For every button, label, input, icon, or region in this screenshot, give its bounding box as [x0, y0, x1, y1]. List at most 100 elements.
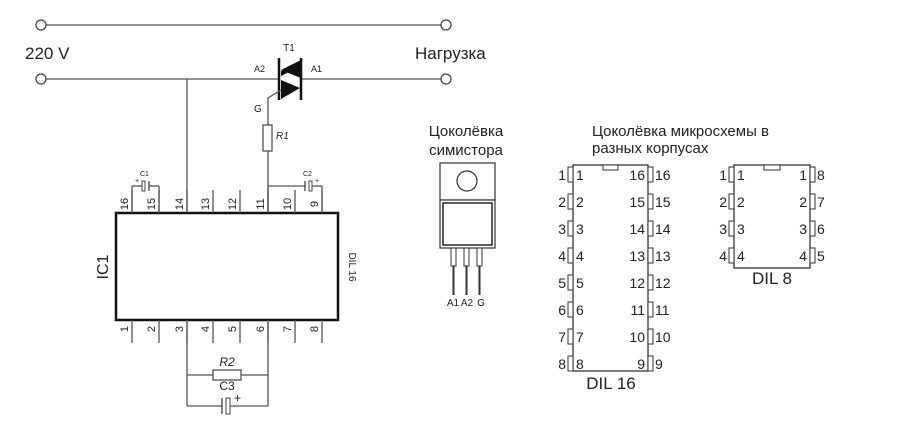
pin-label-left-inner: 3 — [576, 221, 584, 237]
pin-label-right-inner: 1 — [799, 167, 807, 183]
pin-lead-right — [648, 248, 653, 263]
triac-pinout-title-1: Цоколёвка — [429, 123, 504, 140]
pin-label-right-inner: 3 — [799, 221, 807, 237]
pin-label-right-outer: 13 — [655, 248, 671, 264]
pin-label-right-outer: 10 — [655, 329, 671, 345]
pin-lead-right — [810, 194, 815, 209]
load-label: Нагрузка — [415, 44, 486, 63]
pin-label-left-outer: 2 — [558, 194, 566, 210]
pin-lead-left — [568, 248, 573, 263]
pin-label-left-outer: 7 — [558, 329, 566, 345]
pin-label-right-inner: 12 — [629, 275, 645, 291]
ic1-top-pin-number: 11 — [255, 198, 267, 209]
ic1-bottom-pin-number: 6 — [255, 326, 267, 332]
pin-lead-right — [810, 221, 815, 236]
pin-lead-right — [648, 167, 653, 182]
dil16-label: DIL 16 — [586, 374, 635, 393]
c3-label: C3 — [219, 379, 235, 393]
pin-label-left-outer: 6 — [558, 302, 566, 318]
pin-label-right-inner: 13 — [629, 248, 645, 264]
pin-lead-left — [568, 329, 573, 344]
resistor-r1 — [263, 125, 272, 151]
ic1-bottom-pin-number: 2 — [146, 326, 158, 332]
ic1-top-pin-number: 12 — [227, 198, 239, 210]
pin-lead-right — [810, 167, 815, 182]
terminal-top-left — [36, 20, 46, 30]
terminal-top-right — [441, 20, 451, 30]
pin-label-left-inner: 5 — [576, 275, 584, 291]
ic1-top-pins: 161514131211109 — [119, 190, 322, 213]
pin-label-left-outer: 4 — [558, 248, 566, 264]
pin-lead-left — [568, 221, 573, 236]
pin-label-left-outer: 1 — [558, 167, 566, 183]
triac-pinout-title-2: симистора — [429, 142, 503, 159]
pin-label-left-inner: 8 — [576, 356, 584, 372]
c2-label: C2 — [303, 171, 312, 178]
ic1-top-pin-number: 9 — [309, 201, 321, 207]
ic1-top-pin-number: 10 — [282, 198, 294, 210]
pin-lead-left — [568, 302, 573, 317]
ic1-top-pin-number: 13 — [200, 198, 212, 210]
c1-label: C1 — [140, 171, 149, 178]
terminal-bottom-left — [36, 74, 46, 84]
pin-label-right-outer: 11 — [655, 302, 670, 318]
pin-label-right-outer: 16 — [655, 167, 671, 183]
pin-label-left-outer: 2 — [719, 194, 727, 210]
pin-label-right-outer: 5 — [817, 248, 825, 264]
pin-label-left-inner: 2 — [576, 194, 584, 210]
ic1-bottom-pin-number: 1 — [119, 326, 131, 332]
pin-lead-right — [648, 356, 653, 371]
pin-label-right-inner: 14 — [629, 221, 645, 237]
dil8-notch — [764, 165, 780, 170]
ic-pinout-title-2: разных корпусах — [592, 140, 709, 157]
pin-lead-right — [810, 248, 815, 263]
ic1-bottom-pin-number: 7 — [282, 326, 294, 332]
pin-label-left-inner: 4 — [737, 248, 745, 264]
pin-label-right-outer: 15 — [655, 194, 671, 210]
pin-label-right-inner: 9 — [637, 356, 645, 372]
ic1-bottom-pin-number: 5 — [227, 326, 239, 332]
pin-label-left-inner: 3 — [737, 221, 745, 237]
pin-label-right-outer: 9 — [655, 356, 663, 372]
pin-label-right-inner: 2 — [799, 194, 807, 210]
ic1-ref: IC1 — [95, 254, 112, 279]
ic1-top-pin-number: 14 — [174, 198, 186, 210]
terminal-bottom-right — [441, 74, 451, 84]
pin-label-left-inner: 7 — [576, 329, 584, 345]
r1-label: R1 — [276, 131, 289, 142]
to220-package — [440, 163, 495, 295]
to220-leg-g: G — [477, 298, 485, 309]
ic1-top-pin-number: 16 — [119, 198, 131, 210]
pin-lead-right — [648, 194, 653, 209]
ic1-bottom-pin-number: 3 — [174, 326, 186, 332]
ic1-body — [116, 213, 338, 320]
ic1-bottom-pins: 12345678 — [119, 320, 322, 343]
pin-label-right-outer: 7 — [817, 194, 825, 210]
pin-lead-right — [648, 329, 653, 344]
pin-label-left-outer: 3 — [558, 221, 566, 237]
ic1-package: DIL 16 — [346, 252, 357, 282]
pin-label-left-outer: 4 — [719, 248, 727, 264]
triac-a1-label: A1 — [311, 64, 322, 74]
triac-symbol — [268, 58, 301, 125]
pin-label-right-outer: 6 — [817, 221, 825, 237]
ic1-bottom-pin-number: 4 — [200, 326, 212, 332]
pin-lead-left — [568, 356, 573, 371]
to220-leg-a1: A1 — [447, 298, 460, 309]
pin-lead-left — [568, 275, 573, 290]
ic-pinout-title-1: Цоколёвка микросхемы в — [592, 123, 769, 140]
pin-lead-left — [729, 194, 734, 209]
c1-plus: + — [135, 178, 139, 185]
pin-label-left-inner: 4 — [576, 248, 584, 264]
pin-label-left-outer: 5 — [558, 275, 566, 291]
pin-label-left-inner: 6 — [576, 302, 584, 318]
pin-lead-left — [729, 248, 734, 263]
pin-lead-right — [648, 302, 653, 317]
r2-label: R2 — [219, 355, 235, 369]
pin-label-right-outer: 8 — [817, 167, 825, 183]
pin-lead-left — [729, 221, 734, 236]
pin-label-right-inner: 15 — [629, 194, 645, 210]
pin-label-right-outer: 12 — [655, 275, 671, 291]
dil16-notch — [603, 165, 618, 170]
